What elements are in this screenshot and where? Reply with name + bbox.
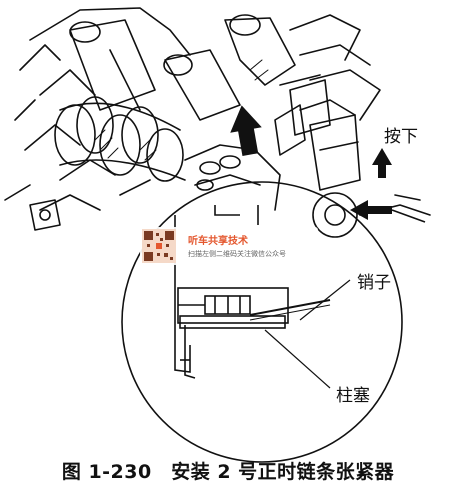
- arrow-up-icon: [372, 148, 392, 178]
- figure-caption: 图 1-230 安装 2 号正时链条张紧器: [61, 461, 395, 483]
- label-pin: 销子: [357, 273, 391, 293]
- watermark-subtitle: 扫描左侧二维码关注微信公众号: [188, 250, 286, 258]
- arrow-left-icon: [350, 200, 392, 220]
- watermark-badge: 听车共享技术 扫描左侧二维码关注微信公众号: [140, 227, 318, 265]
- qr-code-icon: [142, 229, 176, 263]
- label-plunger: 柱塞: [336, 386, 370, 406]
- camshaft-assembly: [4, 7, 431, 238]
- arrow-down-icon: [230, 105, 262, 157]
- hatch-shading: [94, 59, 269, 161]
- label-press-down: 按下: [384, 127, 418, 147]
- watermark-title: 听车共享技术: [188, 236, 248, 247]
- detail-magnifier: [121, 181, 403, 463]
- press-arrows: [230, 105, 426, 223]
